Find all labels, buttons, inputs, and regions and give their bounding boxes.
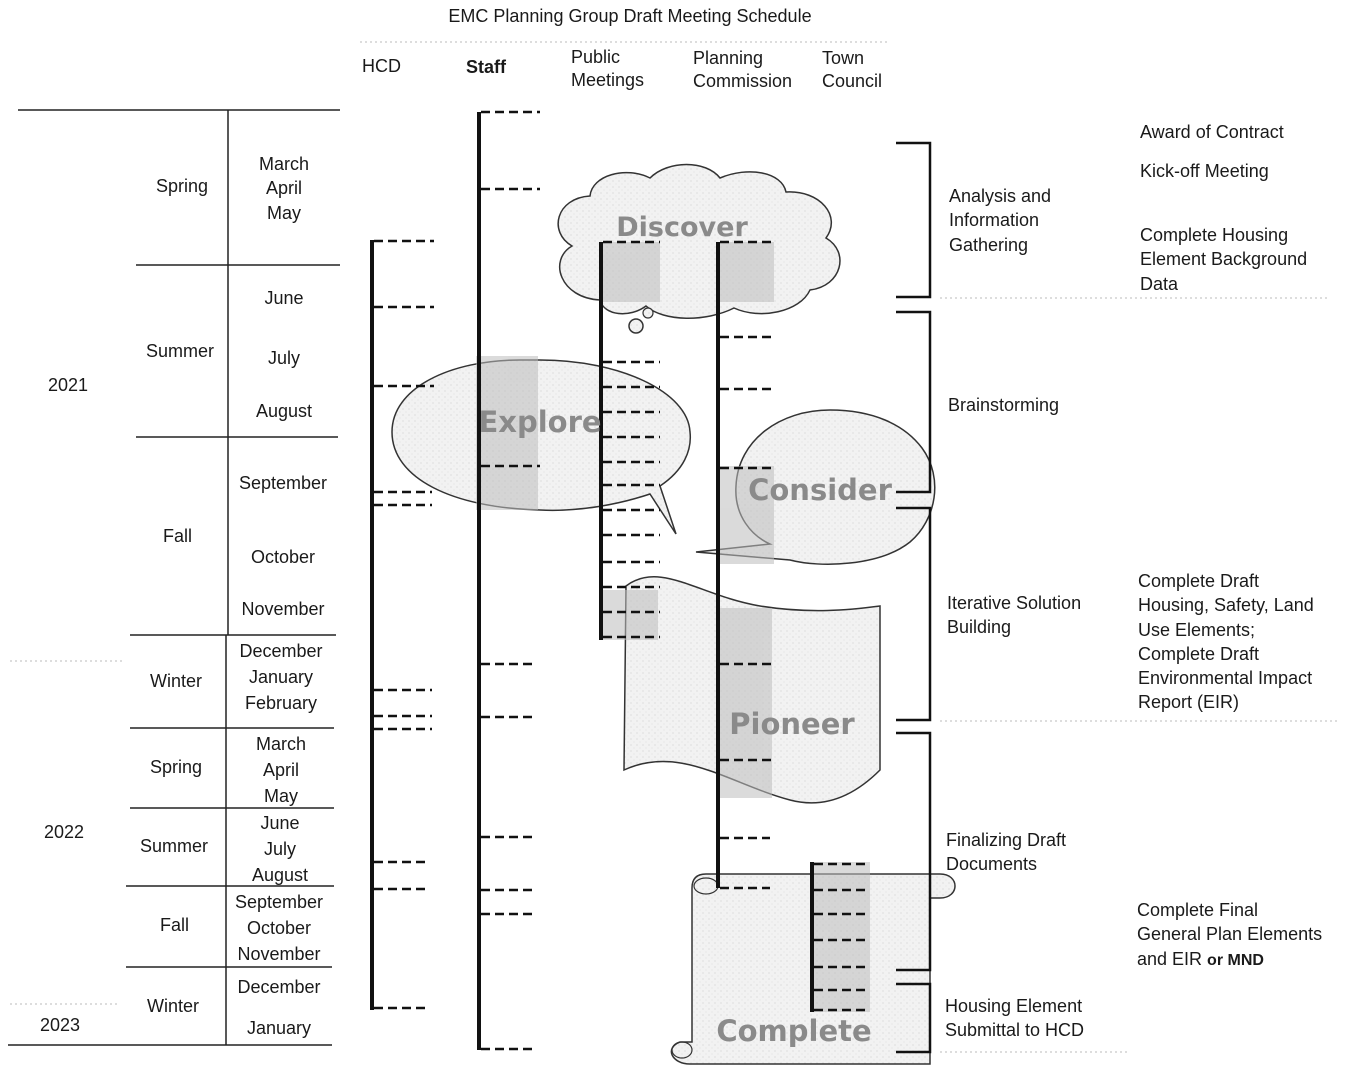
month-december-2022: December	[230, 975, 328, 999]
season-fall-2021: Fall	[163, 524, 192, 548]
months-fall-2022: September October November	[228, 889, 330, 967]
months-spring-2021: March April May	[236, 152, 332, 225]
season-winter-2021: Winter	[150, 669, 202, 693]
year-2022: 2022	[44, 820, 84, 844]
phase-pioneer: Pioneer	[729, 707, 855, 741]
stage-analysis: Analysis and Information Gathering	[949, 184, 1051, 257]
months-winter-2021: December January February	[232, 638, 330, 716]
diagram-title: EMC Planning Group Draft Meeting Schedul…	[0, 6, 1260, 27]
month-july-2021: July	[236, 346, 332, 370]
stage-submittal: Housing Element Submittal to HCD	[945, 994, 1084, 1043]
season-summer-2021: Summer	[146, 339, 214, 363]
milestone-drafts: Complete Draft Housing, Safety, Land Use…	[1138, 569, 1314, 715]
season-spring-2022: Spring	[150, 755, 202, 779]
month-september-2021: September	[232, 471, 334, 495]
stage-finalizing: Finalizing Draft Documents	[946, 828, 1066, 877]
milestone-kickoff: Kick-off Meeting	[1140, 159, 1269, 183]
month-june-2021: June	[236, 286, 332, 310]
phase-discover: Discover	[616, 212, 748, 243]
month-october-2021: October	[232, 545, 334, 569]
stage-iterative: Iterative Solution Building	[947, 591, 1081, 640]
column-hcd: HCD	[362, 55, 401, 78]
year-2021: 2021	[48, 373, 88, 397]
month-august-2021: August	[236, 399, 332, 423]
season-summer-2022: Summer	[140, 834, 208, 858]
season-fall-2022: Fall	[160, 913, 189, 937]
month-november-2021: November	[232, 597, 334, 621]
stage-brainstorming: Brainstorming	[948, 393, 1059, 417]
year-2023: 2023	[40, 1013, 80, 1037]
milestone-final: Complete Final General Plan Elements and…	[1137, 898, 1322, 971]
month-january-2023: January	[230, 1016, 328, 1040]
season-winter-2022: Winter	[147, 994, 199, 1018]
milestone-background: Complete Housing Element Background Data	[1140, 223, 1307, 296]
milestone-award: Award of Contract	[1140, 120, 1284, 144]
column-town-council: Town Council	[822, 47, 892, 94]
column-public-meetings: Public Meetings	[571, 46, 661, 93]
milestone-final-mnd: or MND	[1207, 952, 1264, 969]
column-staff: Staff	[466, 56, 506, 79]
phase-complete: Complete	[716, 1014, 871, 1048]
phase-consider: Consider	[748, 473, 892, 507]
months-spring-2022: March April May	[232, 731, 330, 809]
months-summer-2022: June July August	[232, 810, 328, 888]
column-planning-commission: Planning Commission	[693, 47, 813, 94]
phase-explore: Explore	[478, 405, 601, 439]
season-spring-2021: Spring	[156, 174, 208, 198]
